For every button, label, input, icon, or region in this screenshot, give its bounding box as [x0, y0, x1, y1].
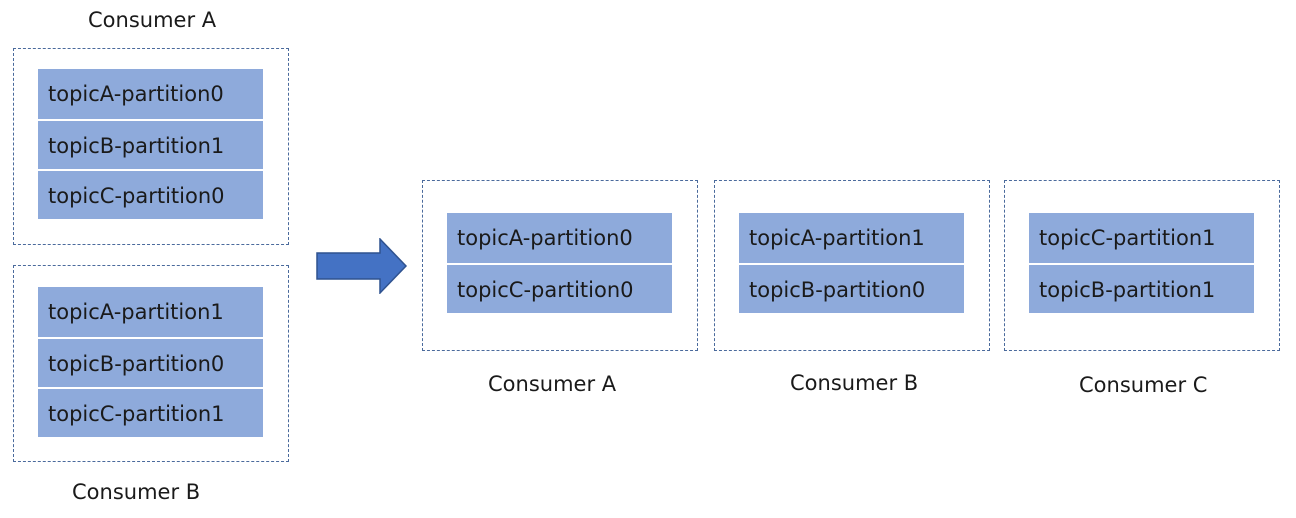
- partition-cell: topicB-partition0: [739, 263, 964, 313]
- partition-cell: topicC-partition1: [1029, 213, 1254, 263]
- consumer-a-after-group: [422, 180, 698, 351]
- right-arrow-icon: [316, 238, 408, 294]
- partition-cell: topicB-partition0: [38, 337, 263, 387]
- partition-cell: topicA-partition1: [38, 287, 263, 337]
- consumer-b-before-label: Consumer B: [72, 480, 201, 504]
- partition-cell: topicC-partition1: [38, 387, 263, 437]
- partition-cell: topicC-partition0: [447, 263, 672, 313]
- consumer-a-after-label: Consumer A: [488, 372, 617, 396]
- partition-cell: topicA-partition1: [739, 213, 964, 263]
- consumer-b-before-group: [13, 265, 289, 462]
- consumer-a-before-label: Consumer A: [88, 8, 217, 32]
- consumer-b-after-label: Consumer B: [790, 371, 919, 395]
- partition-cell: topicB-partition1: [1029, 263, 1254, 313]
- consumer-c-after-label: Consumer C: [1079, 373, 1208, 397]
- partition-cell: topicA-partition0: [447, 213, 672, 263]
- partition-cell: topicB-partition1: [38, 119, 263, 169]
- consumer-a-after-partitions: topicA-partition0 topicC-partition0: [447, 213, 672, 313]
- consumer-a-before-group: [13, 48, 289, 245]
- consumer-c-after-partitions: topicC-partition1 topicB-partition1: [1029, 213, 1254, 313]
- partition-cell: topicA-partition0: [38, 69, 263, 119]
- partition-cell: topicC-partition0: [38, 169, 263, 219]
- consumer-a-before-partitions: topicA-partition0 topicB-partition1 topi…: [38, 69, 263, 219]
- consumer-b-after-partitions: topicA-partition1 topicB-partition0: [739, 213, 964, 313]
- consumer-c-after-group: [1004, 180, 1280, 351]
- consumer-b-after-group: [714, 180, 990, 351]
- consumer-b-before-partitions: topicA-partition1 topicB-partition0 topi…: [38, 287, 263, 437]
